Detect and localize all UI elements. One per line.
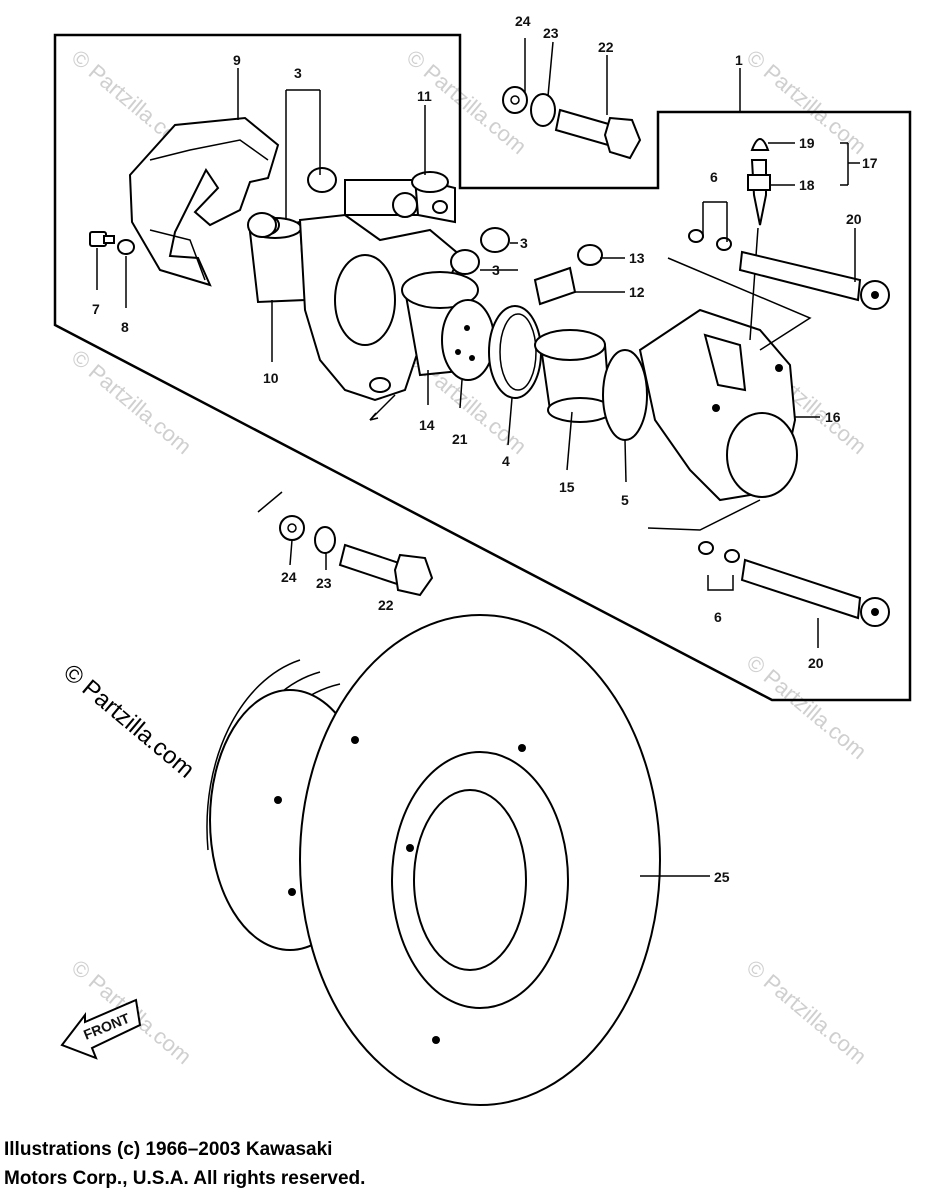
part-5-oring [602, 349, 648, 441]
callout-5: 5 [621, 492, 629, 508]
callout-23: 23 [543, 25, 559, 41]
callout-4: 4 [502, 453, 510, 469]
guide-line-lower [647, 499, 761, 531]
callout-25: 25 [714, 869, 730, 885]
callout-1: 1 [735, 52, 743, 68]
callout-6: 6 [714, 609, 722, 625]
part-9-caliper-cover [128, 116, 280, 287]
copyright-line-1: Illustrations (c) 1966–2003 Kawasaki [4, 1139, 333, 1160]
callout-3: 3 [492, 262, 500, 278]
callout-6: 6 [710, 169, 718, 185]
guide-line-upper [667, 257, 812, 351]
part-6-oring [716, 237, 732, 251]
callout-19: 19 [799, 135, 815, 151]
part-7-screw [89, 231, 115, 247]
callout-15: 15 [559, 479, 575, 495]
part-3-bushing [450, 249, 480, 275]
callout-9: 9 [233, 52, 241, 68]
part-20-pin-lower [740, 558, 890, 627]
part-8-washer [117, 239, 135, 255]
callout-24: 24 [515, 13, 531, 29]
part-25-brake-disc [206, 614, 661, 1106]
callout-16: 16 [825, 409, 841, 425]
bleeder-guide [749, 227, 759, 341]
copyright-notice: Illustrations (c) 1966–2003 Kawasaki Mot… [4, 1135, 564, 1193]
part-18-bleeder-valve [747, 159, 771, 226]
part-11-bushing [411, 171, 456, 224]
callout-24: 24 [281, 569, 297, 585]
part-21-pad-plate [441, 299, 495, 381]
callout-13: 13 [629, 250, 645, 266]
callout-12: 12 [629, 284, 645, 300]
part-23-washer-lower [314, 526, 336, 554]
callout-21: 21 [452, 431, 468, 447]
part-12-pad [533, 266, 577, 306]
callout-14: 14 [419, 417, 435, 433]
part-4-seal [488, 305, 542, 399]
part-15-piston [534, 329, 613, 423]
part-19-cap [750, 138, 770, 151]
arrow-lower [257, 491, 283, 513]
bolt-shaft [344, 179, 421, 218]
part-6-oring [724, 549, 740, 563]
caliper-bracket [298, 213, 462, 421]
callout-20: 20 [808, 655, 824, 671]
watermark: © Partzilla.com [742, 955, 872, 1069]
front-arrow-icon: FRONT [60, 998, 142, 1060]
callout-3: 3 [294, 65, 302, 81]
copyright-line-2: Motors Corp., U.S.A. All rights reserved… [4, 1168, 366, 1189]
part-13-plug [577, 244, 603, 266]
callout-20: 20 [846, 211, 862, 227]
part-23-washer-upper [530, 93, 556, 127]
part-3-bushing [480, 227, 510, 253]
callout-10: 10 [263, 370, 279, 386]
part-22-bolt-lower [338, 543, 434, 597]
part-3-bushing [307, 167, 337, 193]
watermark: © Partzilla.com [742, 650, 872, 764]
callout-22: 22 [598, 39, 614, 55]
callouts: 1 3 3 3 4 5 6 6 7 8 9 10 11 12 13 14 15 … [92, 13, 878, 885]
watermark-large: © Partzilla.com [58, 659, 199, 784]
part-6-oring [698, 541, 714, 555]
caliper-assembly-boundary [53, 33, 912, 702]
part-20-pin-upper [738, 250, 890, 310]
callout-3: 3 [520, 235, 528, 251]
callout-8: 8 [121, 319, 129, 335]
leader-lines [96, 38, 860, 877]
callout-23: 23 [316, 575, 332, 591]
part-6-oring [688, 229, 704, 243]
part-16-caliper-body [638, 308, 798, 502]
callout-11: 11 [417, 88, 432, 104]
part-3-bushing [247, 212, 277, 238]
callout-7: 7 [92, 301, 100, 317]
callout-18: 18 [799, 177, 815, 193]
callout-17: 17 [862, 155, 878, 171]
part-22-bolt-upper [554, 108, 642, 160]
callout-22: 22 [378, 597, 394, 613]
watermark: © Partzilla.com [67, 345, 197, 459]
